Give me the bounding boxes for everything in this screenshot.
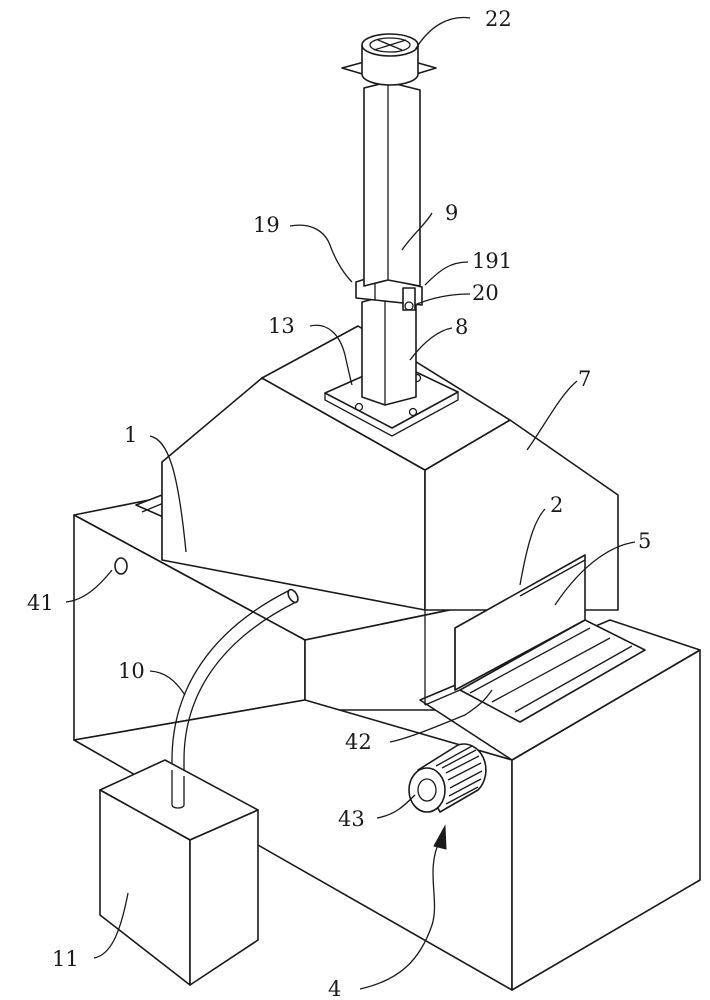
label-42: 42 xyxy=(345,730,372,754)
label-43: 43 xyxy=(338,807,365,831)
upper-tube xyxy=(364,82,420,286)
label-8: 8 xyxy=(455,315,468,339)
label-10: 10 xyxy=(118,659,145,683)
label-7: 7 xyxy=(578,367,591,391)
label-11: 11 xyxy=(52,947,79,971)
label-2: 2 xyxy=(550,493,563,517)
side-port xyxy=(115,558,127,574)
top-fan xyxy=(342,34,436,85)
label-41: 41 xyxy=(27,591,54,615)
lower-tube xyxy=(362,296,416,405)
label-191: 191 xyxy=(472,249,512,273)
label-19: 19 xyxy=(253,213,280,237)
label-5: 5 xyxy=(638,529,651,553)
label-22: 22 xyxy=(485,7,512,31)
label-9: 9 xyxy=(445,201,458,225)
label-20: 20 xyxy=(472,281,499,305)
label-13: 13 xyxy=(268,314,295,338)
label-4: 4 xyxy=(328,977,341,1000)
label-1: 1 xyxy=(124,423,137,447)
